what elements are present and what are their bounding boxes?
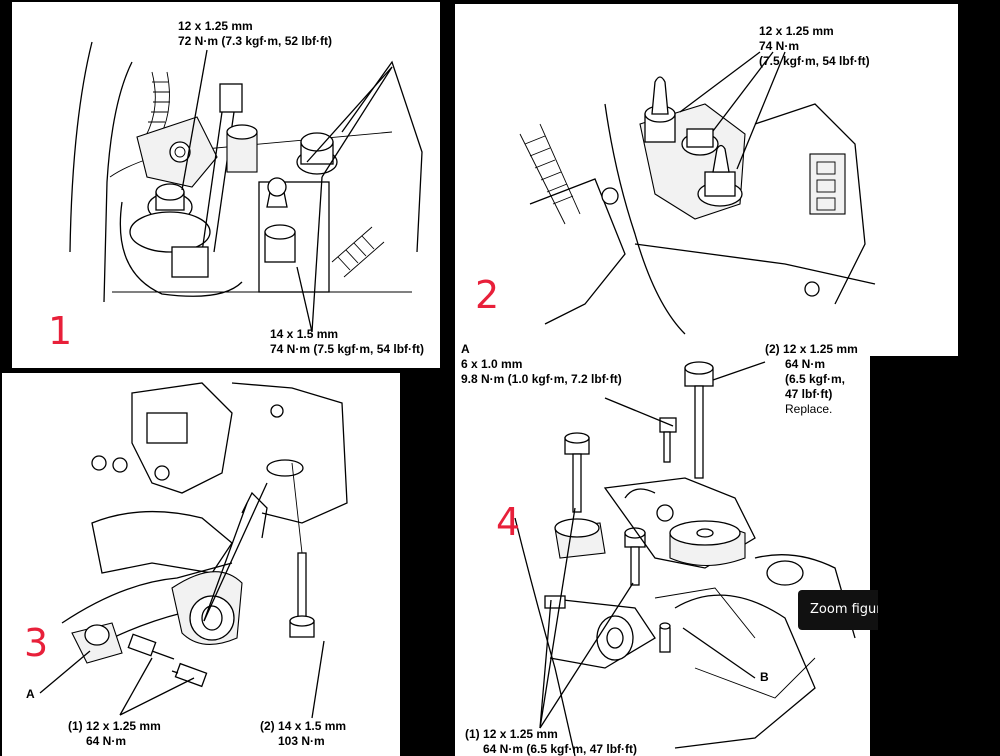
zoom-figure-button[interactable]: Zoom figure [798, 590, 878, 630]
panel-4-label-b: B [760, 670, 769, 684]
panel-3-callout-1-torque: 64 N·m [86, 734, 127, 748]
engine-mount-drawing-3 [39, 382, 348, 719]
panel-3-callout-2-torque: 103 N·m [278, 734, 325, 748]
panel-4-callout-2-index: (2) [765, 342, 780, 356]
panel-4-callout-1-torque: 64 N·m (6.5 kgf·m, 47 lbf·ft) [483, 742, 638, 756]
panel-3-callout-2-size: 14 x 1.5 mm [278, 719, 347, 733]
engine-mount-drawing-1 [69, 41, 423, 333]
panel-4-callout-2-torque-lbf: 47 lbf·ft) [785, 387, 833, 401]
panel-1-top-bolt-torque: 72 N·m (7.3 kgf·m, 52 lbf·ft) [178, 34, 333, 48]
engine-mount-drawing-4 [514, 361, 856, 756]
panel-1-bottom-bolt-size: 14 x 1.5 mm [270, 327, 339, 341]
panel-1-number: 1 [48, 309, 73, 353]
panel-4-callout-2-size: 12 x 1.25 mm [783, 342, 858, 356]
panel-2-bolt-size: 12 x 1.25 mm [759, 24, 834, 38]
engine-mount-drawing-2 [519, 51, 876, 335]
panel-3-callout-2-index: (2) [260, 719, 275, 733]
panel-4-callout-1-size: 12 x 1.25 mm [483, 727, 558, 741]
panel-3-label-a: A [26, 687, 35, 701]
panel-2-bolt-torque: 74 N·m [759, 39, 800, 53]
panel-3-callout-1-index: (1) [68, 719, 83, 733]
panel-1-top-bolt-size: 12 x 1.25 mm [178, 19, 253, 33]
panel-1-bottom-bolt-torque: 74 N·m (7.5 kgf·m, 54 lbf·ft) [270, 342, 425, 356]
panel-4-callout-1-index: (1) [465, 727, 480, 741]
panel-3-number: 3 [24, 621, 49, 665]
panel-4-callout-a-torque: 9.8 N·m (1.0 kgf·m, 7.2 lbf·ft) [461, 372, 622, 386]
panel-4-number: 4 [496, 500, 521, 544]
panel-4-callout-2-torque-alt: (6.5 kgf·m, [785, 372, 846, 386]
diagram-panel-4: A 6 x 1.0 mm 9.8 N·m (1.0 kgf·m, 7.2 lbf… [455, 338, 870, 756]
panel-4-callout-2-note: Replace. [785, 402, 833, 416]
panel-3-callout-1-size: 12 x 1.25 mm [86, 719, 161, 733]
diagram-panel-2: 12 x 1.25 mm 74 N·m (7.5 kgf·m, 54 lbf·f… [455, 4, 958, 356]
diagram-panel-1: 12 x 1.25 mm 72 N·m (7.3 kgf·m, 52 lbf·f… [12, 2, 440, 368]
panel-4-label-a: A [461, 342, 470, 356]
panel-4-callout-2-torque: 64 N·m [785, 357, 826, 371]
panel-2-bolt-torque-alt: (7.5 kgf·m, 54 lbf·ft) [759, 54, 870, 68]
panel-4-callout-a-size: 6 x 1.0 mm [461, 357, 523, 371]
diagram-panel-3: A (1) 12 x 1.25 mm 64 N·m (2) 14 x 1.5 m… [2, 373, 400, 756]
panel-2-number: 2 [475, 273, 500, 317]
